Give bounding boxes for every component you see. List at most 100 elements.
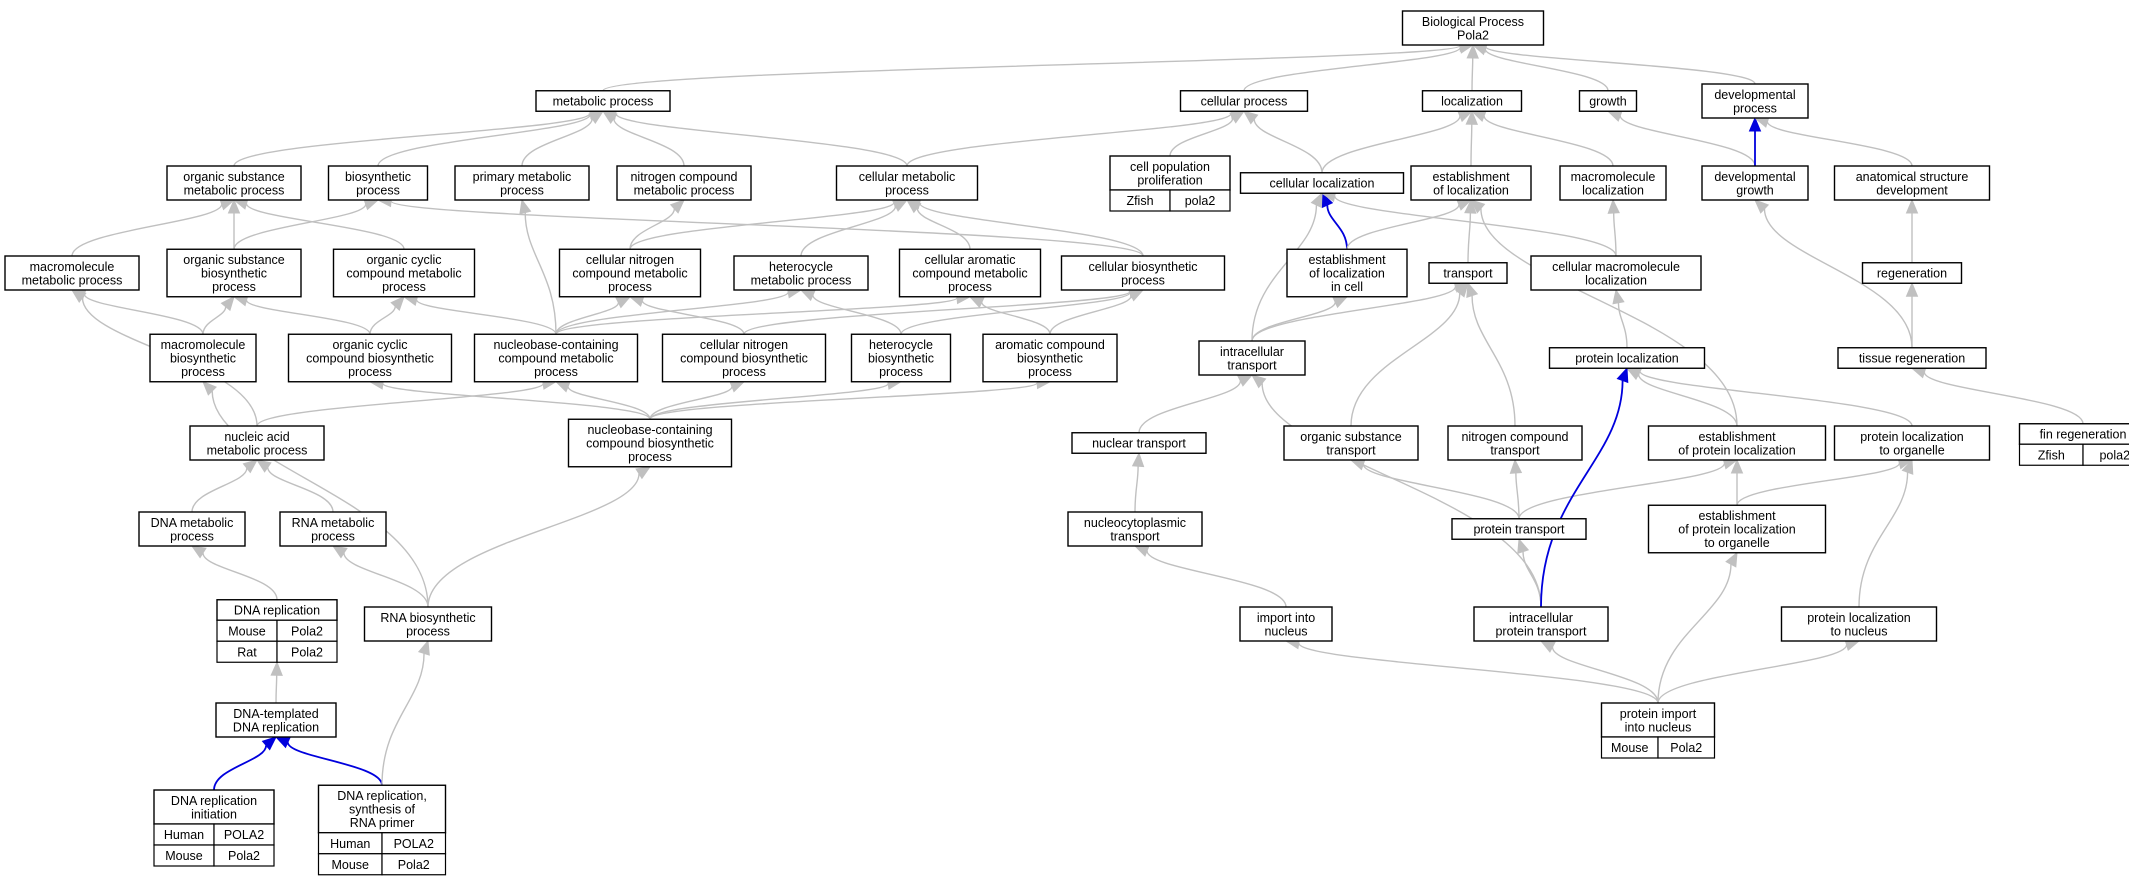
edge-nbc_bio-to-orgcyc_bio xyxy=(368,377,651,420)
edge-line xyxy=(521,118,593,167)
term-label: organic cyclic xyxy=(366,253,441,267)
term-label: into nucleus xyxy=(1625,720,1692,734)
edge-arrowhead xyxy=(417,639,430,656)
term-label: cellular nitrogen xyxy=(700,338,788,352)
term-label: intracellular xyxy=(1509,611,1573,625)
term-label: process xyxy=(1028,365,1072,379)
term-node-metabolic[interactable]: metabolic process xyxy=(535,90,671,112)
gene-symbol: pola2 xyxy=(1185,194,1216,208)
term-label: organic substance xyxy=(183,253,285,267)
gene-symbol: POLA2 xyxy=(394,837,434,851)
edge-intra_trans-to-est_loc_cell xyxy=(1251,296,1349,342)
edge-line xyxy=(1522,551,1542,608)
term-label: process xyxy=(311,529,355,543)
term-label: to organelle xyxy=(1879,443,1944,457)
term-node-prot_loc[interactable]: protein localization xyxy=(1548,347,1706,369)
edge-dna_rep_rna-to-dna_templ xyxy=(274,736,383,786)
edge-line xyxy=(202,306,227,335)
term-node-growth[interactable]: growth xyxy=(1578,90,1638,112)
edge-line xyxy=(524,212,557,335)
term-label: protein localization xyxy=(1860,430,1964,444)
term-label: process xyxy=(628,450,672,464)
term-box xyxy=(661,333,827,383)
term-node-regeneration[interactable]: regeneration xyxy=(1861,262,1963,284)
edge-localization-to-bp xyxy=(1466,43,1479,91)
term-label: synthesis of xyxy=(349,803,416,817)
term-node-localization[interactable]: localization xyxy=(1421,90,1523,112)
term-label: biosynthetic xyxy=(868,352,934,366)
term-label: anatomical structure xyxy=(1856,170,1969,184)
edge-line xyxy=(649,383,889,420)
term-node-tissue_regen[interactable]: tissue regeneration xyxy=(1837,347,1987,369)
term-node-prot_trans[interactable]: protein transport xyxy=(1451,518,1587,540)
term-box xyxy=(363,606,493,642)
term-label: compound metabolic xyxy=(346,267,461,281)
term-label: metabolic process xyxy=(751,273,852,287)
edge-arrowhead xyxy=(1905,281,1919,297)
edge-line xyxy=(1467,212,1472,263)
edge-line xyxy=(377,113,592,167)
term-label: nitrogen compound xyxy=(1461,430,1568,444)
edge-arrowhead xyxy=(519,198,532,215)
term-node-cellular[interactable]: cellular process xyxy=(1179,90,1309,112)
term-node-cell_loc[interactable]: cellular localization xyxy=(1239,172,1405,194)
term-node-nuc_trans[interactable]: nuclear transport xyxy=(1071,432,1207,454)
term-node-transport[interactable]: transport xyxy=(1428,262,1508,284)
edge-tissue_regen-to-regeneration xyxy=(1905,281,1919,348)
edge-arrowhead xyxy=(615,296,632,309)
edge-prot_trans-to-orgsub_trans xyxy=(1349,458,1520,519)
term-label: of protein localization xyxy=(1678,443,1795,457)
term-box xyxy=(1473,606,1609,642)
edge-arrowhead xyxy=(588,110,605,124)
